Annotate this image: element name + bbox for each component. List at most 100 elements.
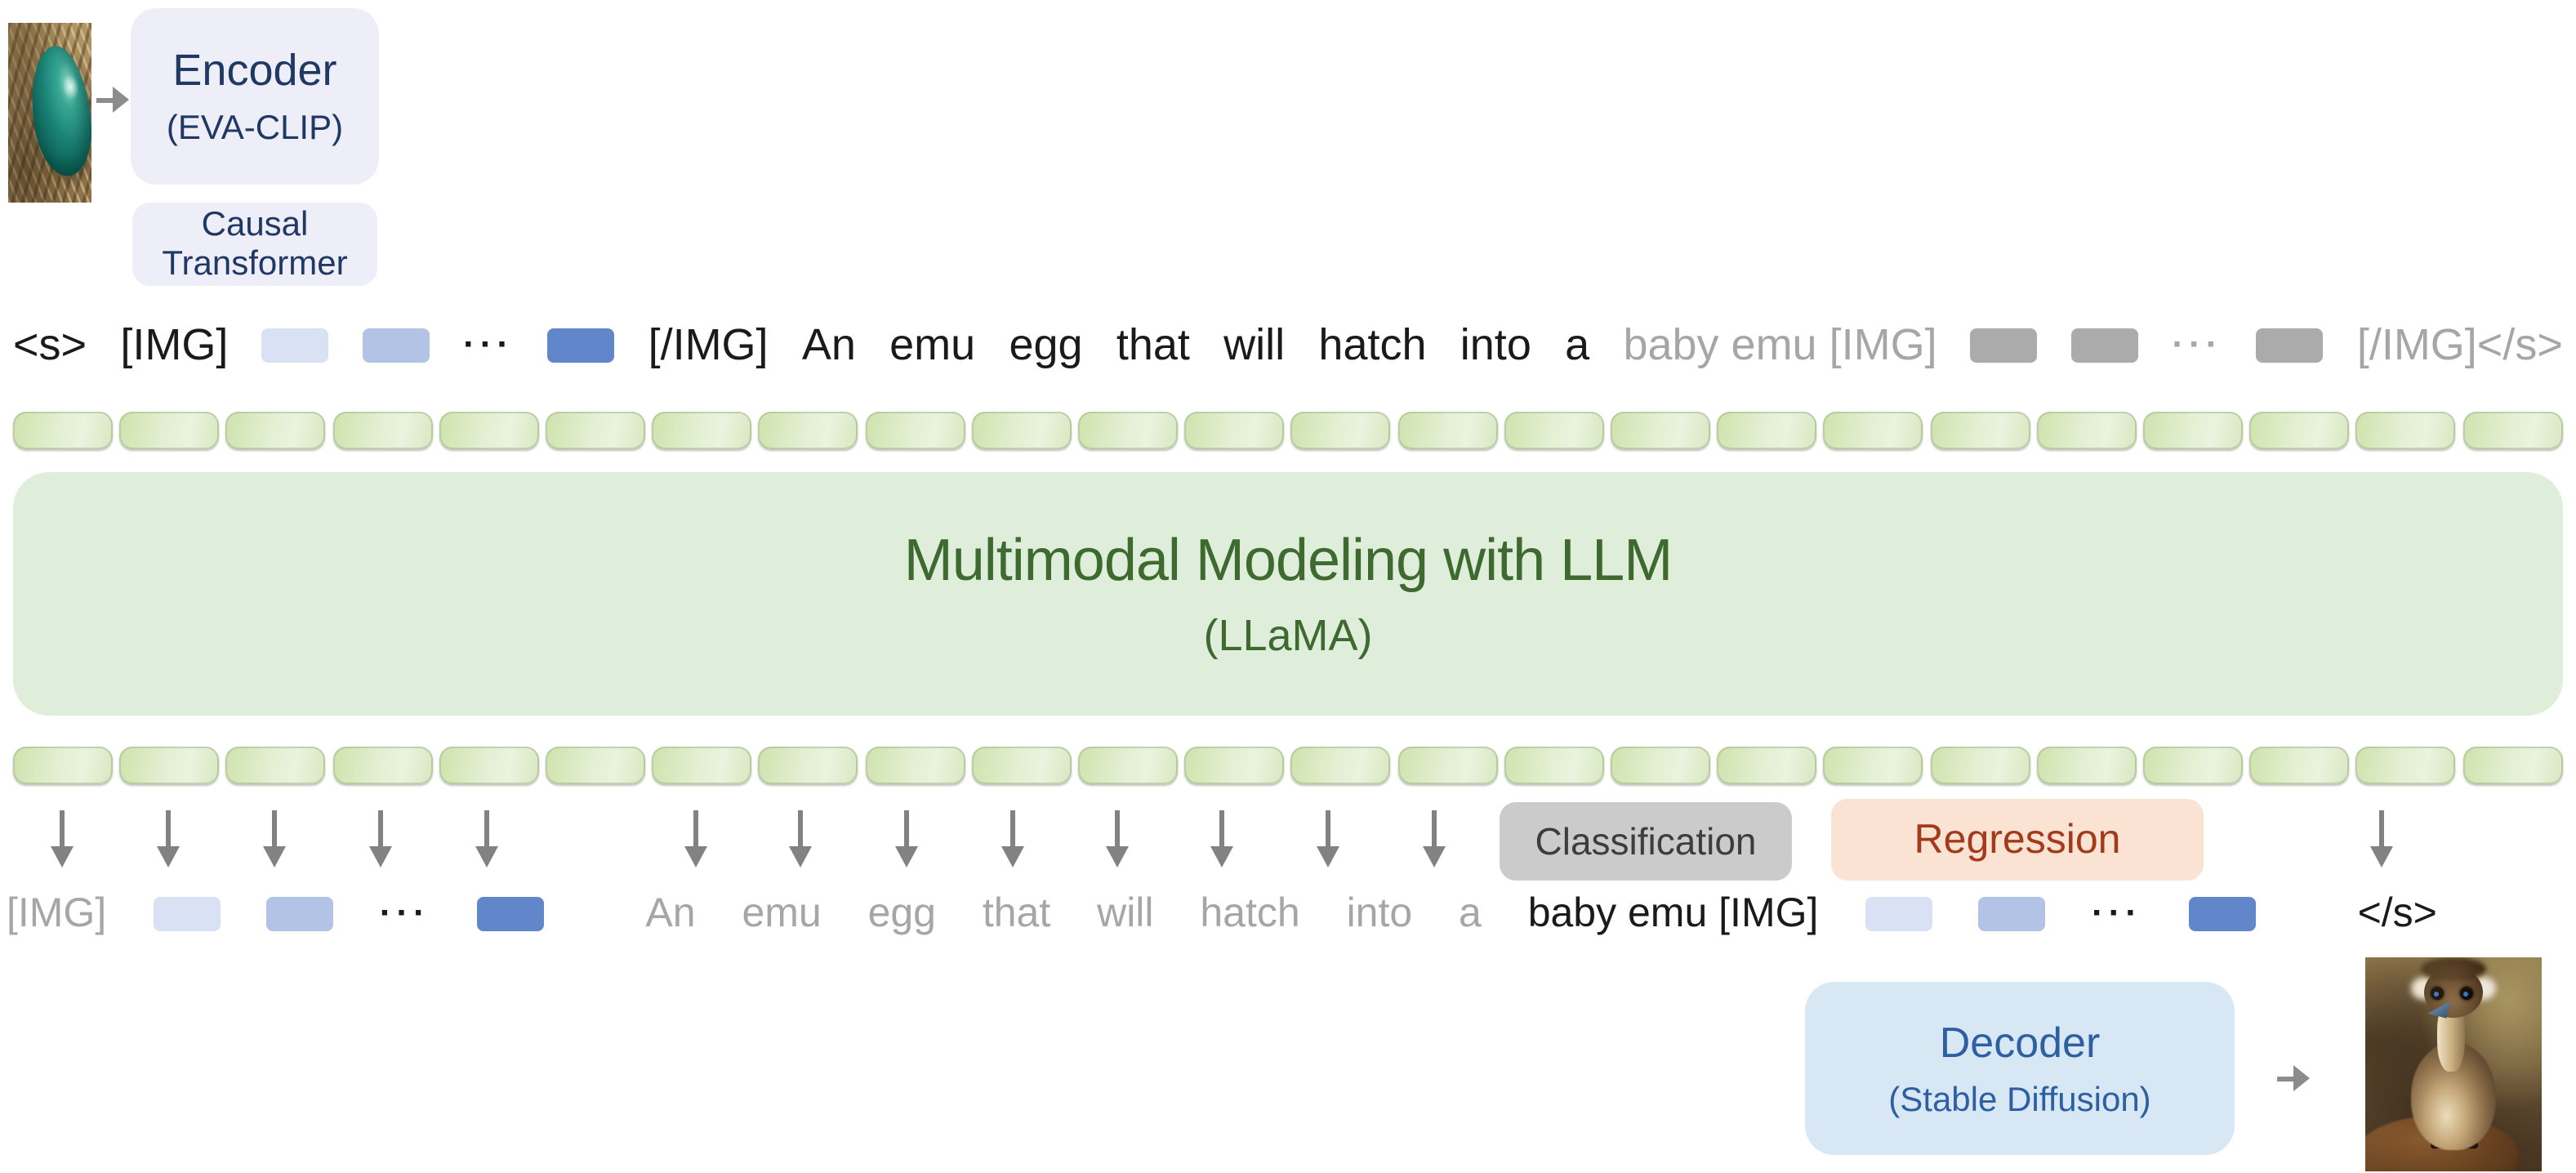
classification-head-box: Classification: [1500, 802, 1792, 881]
llm-output-embedding-row: [13, 747, 2563, 784]
encoder-title: Encoder: [172, 45, 337, 94]
token-text: hatch: [1200, 890, 1300, 935]
embedding-pill: [1823, 412, 1923, 449]
embedding-pill: [546, 412, 646, 449]
embedding-pill: [865, 747, 965, 784]
arrow-head: [1210, 846, 1233, 867]
embedding-pill: [2249, 412, 2350, 449]
arrow-shaft: [2379, 810, 2384, 848]
llm-box: Multimodal Modeling with LLM (LLaMA): [13, 472, 2563, 716]
embedding-pill: [1823, 747, 1923, 784]
decoder-title: Decoder: [1939, 1017, 2101, 1066]
ellipsis-dots: ···: [2172, 323, 2223, 364]
embedding-pill: [1397, 747, 1498, 784]
down-arrow-icon: [1423, 810, 1446, 869]
arrow-shaft: [272, 810, 277, 848]
token-text: that: [982, 890, 1051, 935]
token-embedding-square: [1865, 896, 1932, 930]
token-embedding-square: [153, 896, 221, 930]
embedding-pill: [2143, 747, 2244, 784]
embedding-pill: [1397, 412, 1498, 449]
arrow-head: [789, 846, 812, 867]
arrow-shaft: [60, 810, 65, 848]
embedding-pill: [1184, 747, 1285, 784]
embedding-pill: [2036, 412, 2137, 449]
arrow-shaft: [904, 810, 909, 848]
arrow-shaft: [1326, 810, 1330, 848]
token-text: a: [1565, 319, 1590, 368]
embedding-pill: [2036, 747, 2137, 784]
token-text: egg: [867, 890, 936, 935]
arrow-head: [2370, 846, 2393, 867]
down-arrow-icon: [1001, 810, 1024, 869]
llm-title: Multimodal Modeling with LLM: [903, 526, 1673, 593]
embedding-pill: [2462, 412, 2563, 449]
token-text: will: [1223, 319, 1286, 368]
embedding-pill: [971, 747, 1072, 784]
arrow-shaft: [693, 810, 698, 848]
token-text: <s>: [13, 319, 87, 368]
down-arrow-icon: [1210, 810, 1233, 869]
regression-head-box: Regression: [1831, 799, 2204, 881]
embedding-pill: [2355, 747, 2456, 784]
arrow-shaft: [378, 810, 383, 848]
encoder-subtitle: (EVA-CLIP): [166, 109, 344, 146]
token-embedding-square: [265, 896, 333, 930]
embedding-pill: [1290, 412, 1391, 449]
token-embedding-square: [362, 328, 430, 362]
ellipsis-dots: ···: [2091, 892, 2142, 933]
embedding-pill: [652, 747, 752, 784]
classification-label: Classification: [1535, 819, 1757, 862]
embedding-pill: [1184, 412, 1285, 449]
embedding-pill: [1611, 412, 1711, 449]
token-embedding-square: [1978, 896, 2046, 930]
arrow-shaft: [96, 97, 114, 103]
arrow-head: [1317, 846, 1339, 867]
chick-eye: [2460, 987, 2473, 1000]
token-text: emu: [742, 890, 822, 935]
token-text: emu: [889, 319, 976, 368]
embedding-pill: [1717, 412, 1817, 449]
embedding-pill: [865, 412, 965, 449]
down-arrow-icon: [157, 810, 180, 869]
arrow-head: [1423, 846, 1446, 867]
decoder-subtitle: (Stable Diffusion): [1888, 1081, 2151, 1118]
decoder-box: Decoder (Stable Diffusion): [1805, 982, 2235, 1155]
arrow-shaft: [484, 810, 489, 848]
emu-egg-image: [8, 23, 91, 203]
embedding-pill: [13, 412, 113, 449]
baby-emu-image: [2365, 957, 2542, 1171]
ellipsis-dots: ···: [379, 892, 430, 933]
arrow-head: [113, 87, 129, 113]
embedding-pill: [13, 747, 113, 784]
token-text: baby emu [IMG]: [1623, 319, 1937, 368]
token-text: baby emu [IMG]: [1527, 890, 1819, 935]
token-text: into: [1460, 319, 1531, 368]
ellipsis-dots: ···: [463, 323, 515, 364]
arrow-head: [475, 846, 498, 867]
token-text: will: [1097, 890, 1154, 935]
token-embedding-square: [1970, 328, 2038, 362]
embedding-pill: [1078, 412, 1179, 449]
arrow-shaft: [1115, 810, 1120, 848]
embedding-pill: [1930, 747, 2030, 784]
encoder-box: Encoder (EVA-CLIP): [131, 8, 379, 185]
down-arrow-icon: [684, 810, 707, 869]
token-text: [IMG]: [7, 890, 107, 935]
embedding-pill: [225, 747, 326, 784]
embedding-pill: [1290, 747, 1391, 784]
embedding-pill: [1504, 747, 1604, 784]
token-embedding-square: [2256, 328, 2324, 362]
token-text: hatch: [1318, 319, 1427, 368]
down-arrow-icon: [263, 810, 286, 869]
regression-label: Regression: [1914, 816, 2121, 862]
embedding-pill: [119, 412, 220, 449]
causal-transformer-box: Causal Transformer: [132, 203, 377, 286]
arrow-head: [263, 846, 286, 867]
arrow-head: [684, 846, 707, 867]
token-text: into: [1346, 890, 1413, 935]
arrow-head: [157, 846, 180, 867]
